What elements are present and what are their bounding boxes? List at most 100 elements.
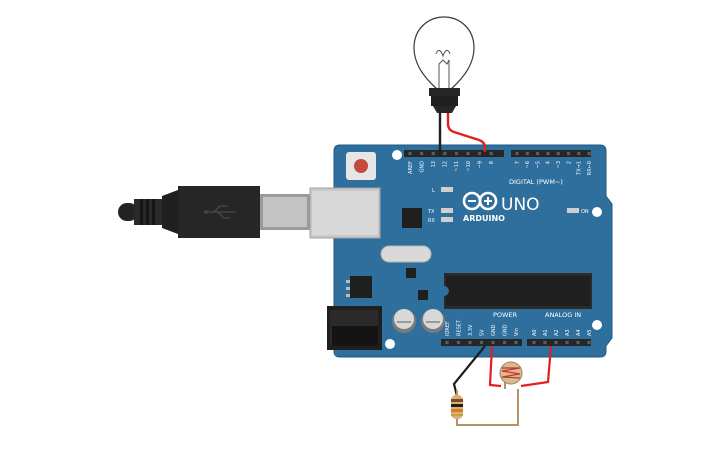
pin-hole[interactable] (466, 151, 470, 156)
pin-hole[interactable] (445, 340, 449, 345)
pin-hole[interactable] (478, 151, 482, 156)
pin-label: ~11 (454, 161, 460, 172)
reset-button[interactable] (346, 152, 376, 180)
analog-pin-holes (532, 340, 591, 345)
pin-label: RX←0 (587, 161, 593, 175)
bulb-wire-red (446, 113, 487, 152)
pin-label: A1 (543, 329, 549, 336)
pin-label: 5V (479, 329, 485, 336)
pin-hole[interactable] (479, 340, 484, 345)
digital-header-label: DIGITAL (PWM~) (509, 178, 563, 186)
led-tx (441, 208, 453, 213)
pin-label: ~9 (477, 161, 483, 168)
arduino-logo-icon (462, 191, 498, 211)
pin-hole[interactable] (431, 151, 435, 156)
digital-header-right (511, 150, 591, 157)
wire-5v-red (488, 345, 502, 388)
resistor-icon[interactable] (451, 390, 463, 419)
pin-hole[interactable] (491, 340, 495, 345)
photoresistor-icon[interactable] (499, 361, 523, 385)
led-tx-label: TX (427, 209, 435, 215)
pin-hole[interactable] (489, 151, 493, 156)
pin-label: ~10 (466, 161, 472, 172)
usb-chip (402, 208, 422, 228)
uno-model: UNO (501, 195, 540, 215)
analog-header (527, 339, 591, 346)
pin-label: A3 (565, 329, 571, 336)
pin-label: 2 (566, 161, 572, 164)
digital-header-left (404, 150, 504, 157)
wire-resistor-ldr (456, 389, 519, 426)
usb-cable[interactable] (118, 186, 310, 238)
usb-icon (204, 205, 236, 219)
pin-hole[interactable] (502, 340, 507, 345)
pin-label: 8 (489, 161, 495, 164)
power-pin-holes (445, 340, 518, 345)
pin-hole[interactable] (554, 340, 558, 345)
pin-label: GND (491, 324, 497, 336)
pin-hole[interactable] (536, 151, 540, 156)
pin-label: 4 (546, 161, 552, 164)
pin-label: A0 (532, 329, 538, 336)
pin-label: IOREF (445, 321, 451, 336)
pin-hole[interactable] (556, 151, 560, 156)
led-on-label: ON (581, 209, 589, 215)
capacitor (392, 309, 416, 333)
pin-hole[interactable] (408, 151, 412, 156)
pin-hole[interactable] (576, 340, 580, 345)
arduino-brand: ARDUINO (463, 214, 505, 223)
pin-label: 7 (515, 161, 521, 164)
pin-label: RESET (456, 319, 462, 336)
pin-hole[interactable] (566, 151, 571, 156)
voltage-regulator (346, 276, 372, 298)
pin-hole[interactable] (543, 340, 547, 345)
pin-hole[interactable] (577, 151, 581, 156)
pin-hole[interactable] (443, 151, 447, 156)
wire-a2-red (520, 345, 553, 388)
pin-hole[interactable] (587, 151, 591, 156)
led-on (567, 208, 579, 213)
pin-hole[interactable] (454, 151, 458, 156)
pin-label: A2 (554, 329, 560, 336)
led-rx-label: RX (428, 218, 435, 224)
power-jack (327, 306, 382, 350)
pin-hole[interactable] (468, 340, 472, 345)
mounting-hole (592, 207, 602, 217)
pin-label: 13 (431, 161, 437, 167)
led-rx (441, 217, 453, 222)
power-header-label: POWER (493, 311, 518, 319)
pin-hole[interactable] (587, 340, 591, 345)
pin-hole[interactable] (420, 151, 424, 156)
pin-hole[interactable] (525, 151, 529, 156)
mounting-hole (385, 339, 395, 349)
capacitor (421, 309, 445, 333)
pin-hole[interactable] (456, 340, 461, 345)
pin-label: ~6 (525, 161, 531, 168)
pin-label: A5 (587, 329, 593, 336)
atmega-chip (444, 273, 592, 309)
pin-hole[interactable] (514, 340, 518, 345)
pin-label: 3.3V (468, 324, 474, 336)
pin-hole[interactable] (532, 340, 536, 345)
pin-label: GND (419, 161, 425, 173)
pin-label: ~3 (556, 161, 562, 168)
small-chip (418, 290, 428, 300)
pin-label: AREF (408, 161, 414, 174)
pin-label: TX→1 (577, 161, 583, 176)
small-chip (406, 268, 416, 278)
pin-label: ~5 (535, 161, 541, 168)
analog-header-label: ANALOG IN (545, 311, 581, 319)
light-bulb-icon[interactable] (413, 16, 475, 113)
digital-pin-holes (408, 151, 591, 156)
crystal (380, 245, 432, 263)
mounting-hole (592, 320, 602, 330)
pin-hole[interactable] (565, 340, 569, 345)
pin-hole[interactable] (515, 151, 519, 156)
pin-hole[interactable] (546, 151, 550, 156)
pin-label: GND (502, 324, 508, 336)
